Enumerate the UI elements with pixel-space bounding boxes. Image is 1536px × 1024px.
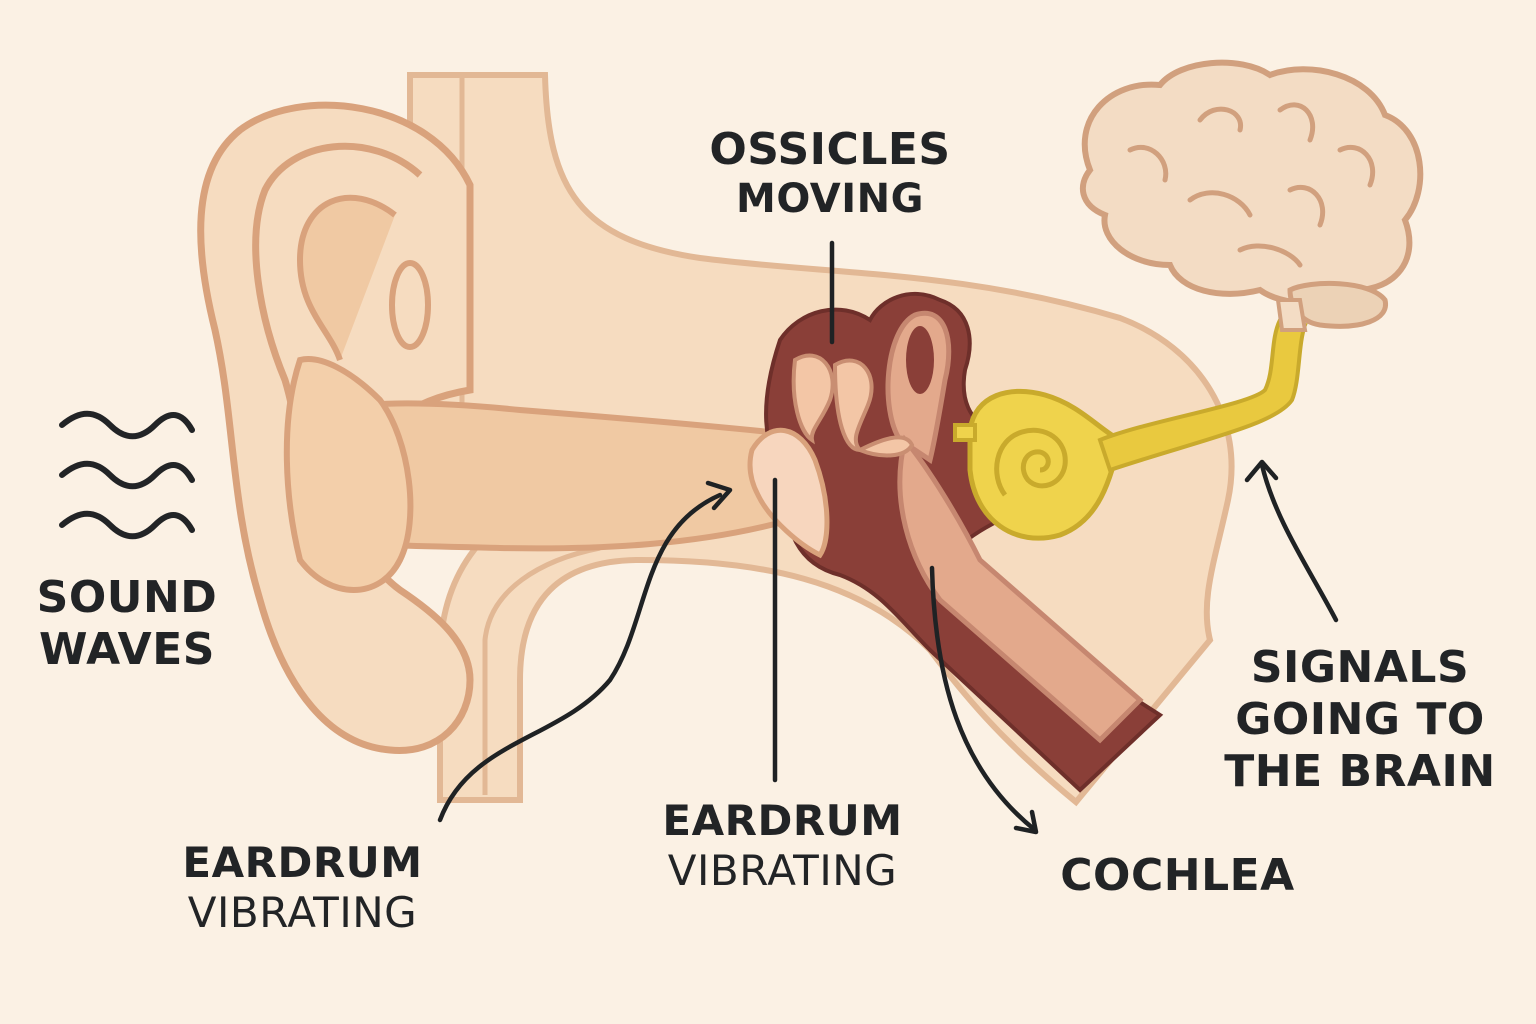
ossicles-moving-line-1: OSSICLES	[709, 124, 951, 175]
neck-line-lower	[482, 545, 601, 795]
eardrum-left-line-2: VIBRATING	[187, 887, 418, 937]
signals-line-3: THE BRAIN	[1224, 745, 1496, 797]
stapes	[855, 435, 915, 458]
cochlea-arrow	[929, 565, 1038, 833]
pinna-helix	[296, 194, 397, 362]
eardrum-left-line-1: EARDRUM	[182, 838, 423, 887]
malleus	[791, 353, 835, 445]
cochlea-text: COCHLEA	[1060, 850, 1295, 901]
brain-stem	[1275, 298, 1308, 332]
wave-line-1	[59, 410, 195, 440]
signals-label: SIGNALS GOING TO THE BRAIN	[1210, 642, 1510, 798]
cochlea-arrowhead	[1013, 809, 1039, 835]
cochlea-connector	[953, 423, 977, 442]
signals-line-1: SIGNALS	[1250, 642, 1470, 693]
canal-hole	[906, 326, 934, 394]
sound-waves-line-1: SOUND	[36, 572, 218, 623]
wave-line-3	[59, 510, 195, 540]
eardrum-vibrating-left-label: EARDRUM VIBRATING	[160, 838, 445, 937]
ossicles-moving-label: OSSICLES MOVING	[680, 124, 980, 223]
signals-line-2: GOING TO	[1235, 693, 1485, 745]
eardrum-left-arrowhead	[705, 480, 733, 511]
brain-icon	[1080, 59, 1424, 307]
cochlea-spiral	[994, 427, 1068, 497]
signals-arrowhead	[1244, 459, 1279, 483]
ossicles-moving-line-2: MOVING	[736, 175, 924, 222]
sound-waves-line-2: WAVES	[39, 623, 215, 675]
wave-line-2	[59, 460, 195, 490]
sound-waves-label: SOUND WAVES	[22, 572, 232, 676]
concha-bowl	[283, 356, 414, 593]
eardrum	[747, 427, 830, 559]
eardrum-left-arrow	[437, 492, 723, 823]
wave-lines-icon	[59, 410, 195, 540]
incus	[832, 358, 874, 453]
cochlear-duct	[897, 434, 1144, 744]
tragus-oval	[389, 260, 431, 350]
cochlea-label: COCHLEA	[1040, 850, 1315, 902]
eardrum-vibrating-center-label: EARDRUM VIBRATING	[640, 796, 925, 895]
eardrum-center-line-1: EARDRUM	[662, 796, 903, 845]
eardrum-center-line-2: VIBRATING	[667, 845, 898, 895]
brain-folds	[1127, 102, 1376, 268]
signals-arrow	[1259, 462, 1339, 623]
